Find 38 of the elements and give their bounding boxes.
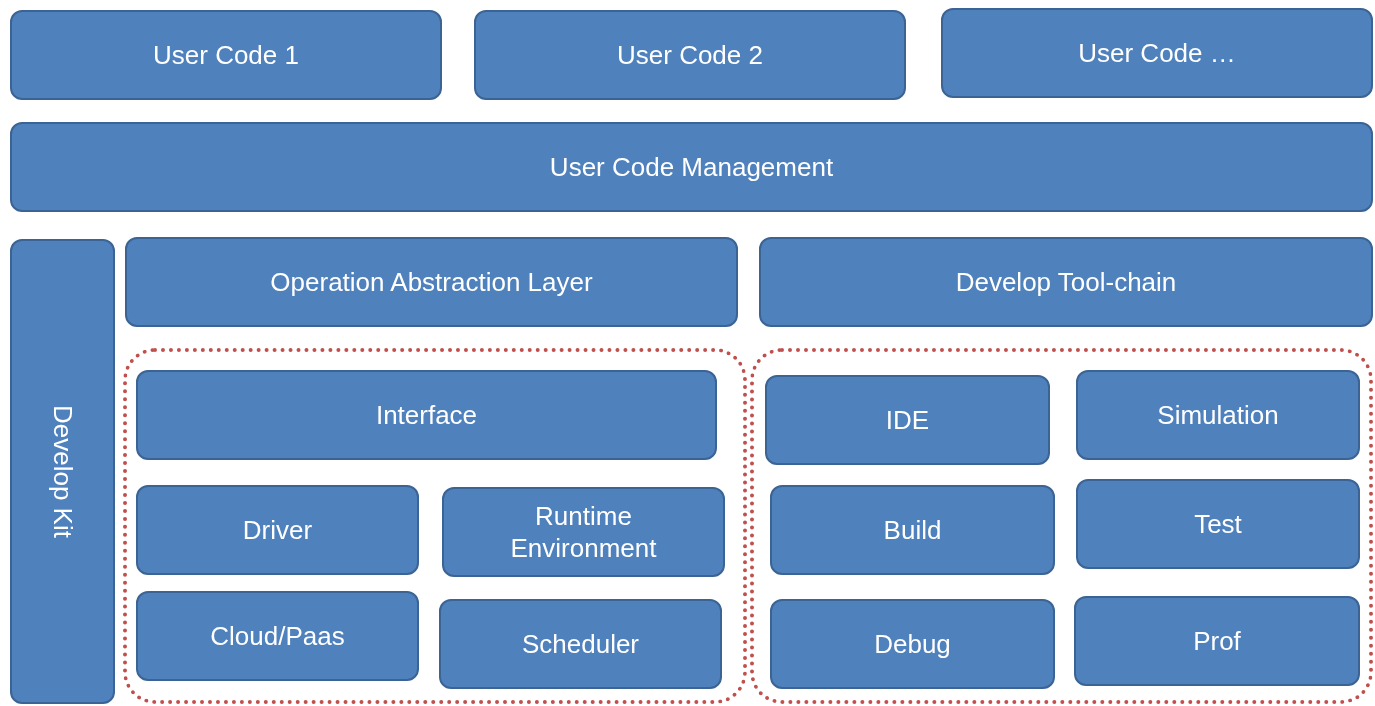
layer-box (474, 10, 906, 100)
box-label: Develop Tool-chain (955, 265, 1177, 299)
layer-box (765, 375, 1050, 465)
box-label: User Code Management (549, 150, 834, 184)
box-label: User Code 1 (153, 38, 299, 72)
layer-box (439, 599, 722, 689)
layer-box (10, 239, 115, 704)
layer-box (136, 591, 419, 681)
layer-box (759, 237, 1373, 327)
layer-box (770, 485, 1055, 575)
box-label: IDE (885, 403, 930, 437)
layer-box (1074, 596, 1360, 686)
layer-box (10, 10, 442, 100)
layer-box (770, 599, 1055, 689)
layer-box (1076, 479, 1360, 569)
layer-box (941, 8, 1373, 98)
layer-box (136, 485, 419, 575)
box-label: Build (883, 513, 942, 547)
box-label: Runtime Environment (509, 499, 658, 565)
box-label: Operation Abstraction Layer (270, 265, 593, 299)
box-label: Simulation (1157, 398, 1279, 432)
layer-box (125, 237, 738, 327)
layer-box (1076, 370, 1360, 460)
box-label: Develop Kit (46, 405, 79, 538)
box-label: User Code 2 (617, 38, 763, 72)
box-label: Debug (874, 627, 951, 661)
dotted-group-frame (123, 348, 747, 704)
box-label: Driver (242, 513, 313, 547)
dotted-group-frame (750, 348, 1373, 704)
box-label: Cloud/Paas (210, 619, 345, 653)
layer-box (136, 370, 717, 460)
layer-box (442, 487, 725, 577)
box-label: Prof (1193, 624, 1241, 658)
box-label: Test (1194, 507, 1242, 541)
box-label: Interface (375, 398, 478, 432)
box-label: User Code … (1078, 36, 1236, 70)
box-label: Scheduler (521, 627, 640, 661)
layer-box (10, 122, 1373, 212)
